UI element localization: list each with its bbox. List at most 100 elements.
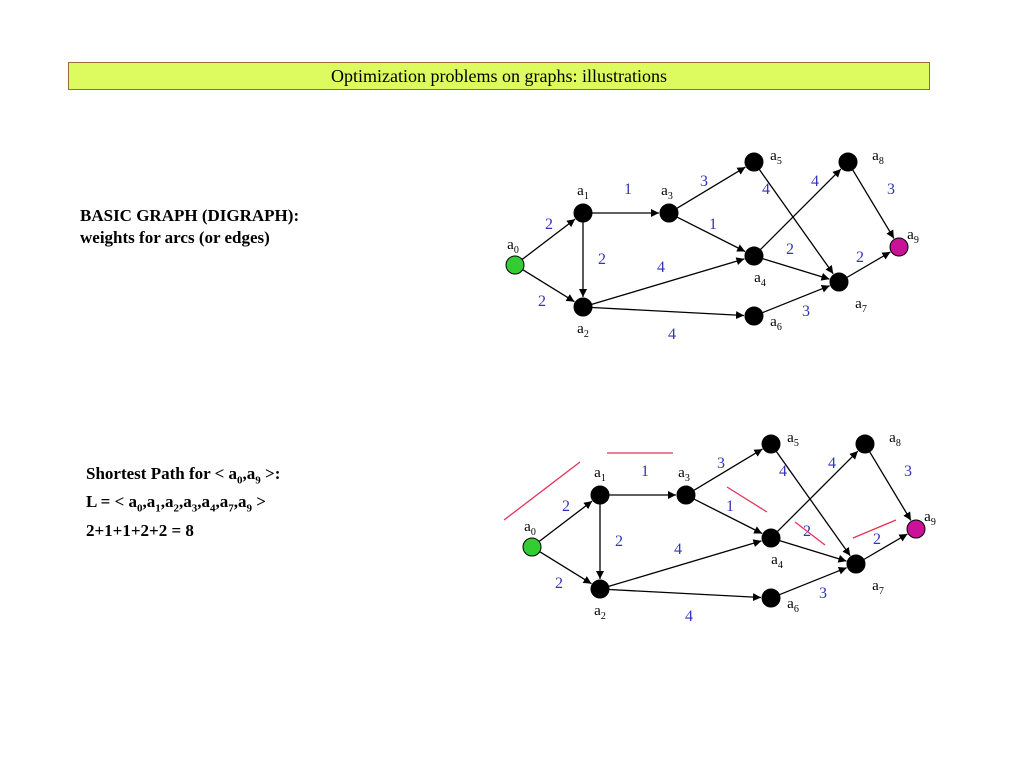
sp-path-node-sub: 3 bbox=[191, 502, 198, 515]
node-label-a6: a6 bbox=[787, 596, 799, 615]
edge-a2-a4 bbox=[608, 539, 762, 588]
basic-graph-caption: BASIC GRAPH (DIGRAPH): weights for arcs … bbox=[80, 205, 299, 249]
edge-weight-a8-a9: 3 bbox=[904, 463, 912, 480]
node-subscript: 8 bbox=[896, 438, 901, 449]
edge-a5-a7 bbox=[758, 168, 834, 275]
edge-a8-a9 bbox=[869, 451, 912, 521]
node-label-a9: a9 bbox=[907, 227, 919, 246]
edge-weight-a3-a5: 3 bbox=[700, 173, 708, 190]
node-a1 bbox=[590, 485, 610, 505]
node-label-a0: a0 bbox=[524, 519, 536, 538]
node-a9 bbox=[889, 237, 909, 257]
node-subscript: 0 bbox=[531, 527, 536, 538]
sp-line1-prefix: Shortest Path for < a bbox=[86, 464, 238, 483]
node-letter: a bbox=[787, 430, 794, 446]
node-a8 bbox=[838, 152, 858, 172]
node-subscript: 4 bbox=[761, 278, 766, 289]
shortest-path-highlights bbox=[503, 452, 897, 546]
node-subscript: 1 bbox=[601, 473, 606, 484]
path-highlight-stroke bbox=[852, 519, 897, 539]
edge-weight-a6-a7: 3 bbox=[819, 585, 827, 602]
node-a5 bbox=[744, 152, 764, 172]
node-a3 bbox=[676, 485, 696, 505]
node-subscript: 0 bbox=[514, 245, 519, 256]
edge-a3-a5 bbox=[676, 166, 746, 209]
edge-a6-a7 bbox=[779, 566, 847, 596]
node-subscript: 1 bbox=[584, 191, 589, 202]
edge-a4-a7 bbox=[762, 257, 830, 281]
sp-line2-prefix: L = < a bbox=[86, 492, 138, 512]
node-letter: a bbox=[594, 465, 601, 481]
node-subscript: 6 bbox=[794, 604, 799, 615]
edge-weight-a4-a8: 4 bbox=[828, 455, 836, 472]
node-letter: a bbox=[577, 321, 584, 337]
node-subscript: 2 bbox=[584, 329, 589, 340]
node-label-a9: a9 bbox=[924, 509, 936, 528]
edge-weight-a1-a2: 2 bbox=[598, 251, 606, 268]
node-letter: a bbox=[872, 148, 879, 164]
edge-weight-a1-a3: 1 bbox=[641, 463, 649, 480]
node-subscript: 5 bbox=[777, 156, 782, 167]
sp-path-separator: ,a bbox=[142, 492, 156, 512]
sp-path-node-sub: 0 bbox=[137, 502, 143, 515]
edge-a4-a8 bbox=[759, 168, 842, 251]
node-label-a5: a5 bbox=[770, 148, 782, 167]
node-letter: a bbox=[907, 227, 914, 243]
sp-line1-suffix: >: bbox=[260, 464, 281, 483]
node-letter: a bbox=[771, 552, 778, 568]
sp-line2-suffix: > bbox=[252, 492, 266, 512]
node-subscript: 8 bbox=[879, 156, 884, 167]
node-letter: a bbox=[787, 596, 794, 612]
edge-a2-a4 bbox=[591, 257, 745, 306]
node-subscript: 4 bbox=[778, 560, 783, 571]
edge-a6-a7 bbox=[762, 284, 830, 314]
edge-weight-a4-a7: 2 bbox=[786, 241, 794, 258]
sp-path-node-sub: 1 bbox=[155, 502, 161, 515]
node-letter: a bbox=[770, 148, 777, 164]
edge-weight-a5-a7: 4 bbox=[779, 463, 787, 480]
node-a8 bbox=[855, 434, 875, 454]
sp-line1-sub1: 9 bbox=[255, 474, 261, 487]
node-label-a4: a4 bbox=[754, 270, 766, 289]
edge-weight-a1-a3: 1 bbox=[624, 181, 632, 198]
path-highlight-stroke bbox=[503, 461, 581, 521]
node-subscript: 6 bbox=[777, 322, 782, 333]
node-label-a8: a8 bbox=[872, 148, 884, 167]
basic-caption-line1: BASIC GRAPH (DIGRAPH): bbox=[80, 206, 300, 225]
sp-caption-line2: L = < a0,a1,a2,a3,a4,a7,a9 > bbox=[86, 491, 280, 519]
node-a7 bbox=[846, 554, 866, 574]
edge-a2-a6 bbox=[608, 588, 762, 602]
node-label-a4: a4 bbox=[771, 552, 783, 571]
edge-weight-a0-a1: 2 bbox=[545, 216, 553, 233]
node-a0 bbox=[505, 255, 525, 275]
edge-weight-a0-a1: 2 bbox=[562, 498, 570, 515]
sp-caption-line1: Shortest Path for < a0,a9 >: bbox=[86, 463, 280, 491]
sp-line1-sub0: 0 bbox=[237, 474, 243, 487]
edge-weight-a5-a7: 4 bbox=[762, 181, 770, 198]
node-letter: a bbox=[889, 430, 896, 446]
edge-weight-a8-a9: 3 bbox=[887, 181, 895, 198]
edge-a2-a6 bbox=[591, 306, 745, 320]
edge-weight-a3-a5: 3 bbox=[717, 455, 725, 472]
edge-weight-a2-a4: 4 bbox=[674, 541, 682, 558]
sp-path-node-sub: 9 bbox=[246, 502, 253, 515]
path-highlight-stroke bbox=[726, 486, 768, 513]
node-label-a7: a7 bbox=[872, 578, 884, 597]
edge-weight-a7-a9: 2 bbox=[856, 249, 864, 266]
node-a9 bbox=[906, 519, 926, 539]
node-subscript: 2 bbox=[601, 611, 606, 622]
node-label-a3: a3 bbox=[678, 465, 690, 484]
edge-weight-a3-a4: 1 bbox=[709, 216, 717, 233]
node-a6 bbox=[761, 588, 781, 608]
edge-a4-a8 bbox=[776, 450, 859, 533]
edge-a0-a1 bbox=[521, 218, 576, 261]
node-letter: a bbox=[594, 603, 601, 619]
shortest-path-caption: Shortest Path for < a0,a9 >: L = < a0,a1… bbox=[86, 463, 280, 542]
node-subscript: 9 bbox=[931, 517, 936, 528]
edge-a4-a7 bbox=[779, 539, 847, 563]
edge-weight-a2-a6: 4 bbox=[685, 608, 693, 625]
node-label-a1: a1 bbox=[594, 465, 606, 484]
node-label-a3: a3 bbox=[661, 183, 673, 202]
sp-path-separator: ,a bbox=[179, 492, 192, 512]
node-label-a1: a1 bbox=[577, 183, 589, 202]
